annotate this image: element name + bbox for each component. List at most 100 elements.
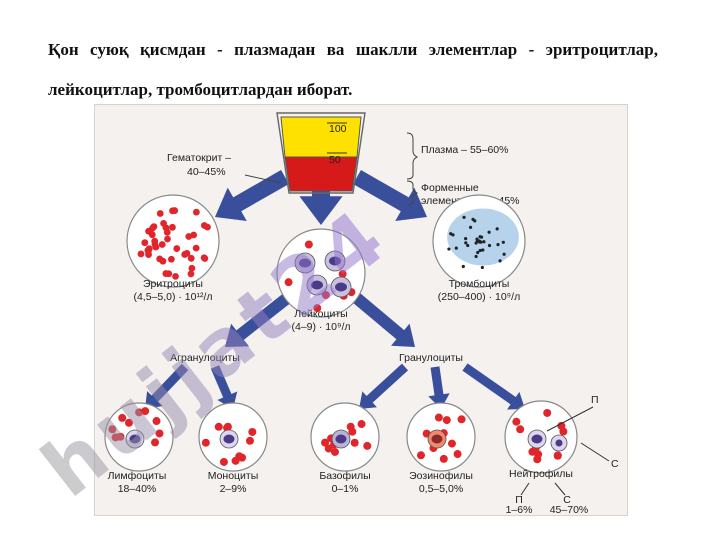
white-cell-nucleus — [531, 434, 543, 444]
leukocytes-circle — [276, 228, 366, 318]
erythrocyte — [150, 223, 158, 230]
platelet — [474, 254, 478, 259]
leukocytes-name: Лейкоциты — [294, 308, 347, 320]
platelet — [481, 248, 485, 252]
beaker-mark-mid: 50 — [329, 154, 341, 166]
erythrocyte — [553, 451, 562, 460]
erythrocyte — [155, 429, 164, 438]
erythrocytes-circle — [126, 194, 220, 288]
erythrocyte — [164, 235, 171, 243]
erythrocyte — [181, 251, 189, 258]
erythrocyte — [447, 439, 456, 448]
erythrocyte — [313, 304, 322, 313]
hematocrit-pointer — [244, 174, 282, 184]
erythrocyte — [219, 457, 228, 466]
formed-line1: Форменные — [421, 182, 479, 194]
monocytes-circle — [198, 402, 268, 472]
erythrocyte — [135, 408, 144, 417]
platelet — [461, 264, 465, 269]
erythrocyte — [159, 257, 167, 265]
erythrocyte — [169, 223, 176, 231]
erythrocyte — [118, 413, 127, 422]
erythrocyte — [188, 264, 196, 272]
white-cell-nucleus — [223, 434, 235, 444]
beaker-outline — [276, 112, 366, 194]
leukocyte-nucleus — [299, 258, 311, 268]
erythrocyte — [245, 436, 254, 445]
erythrocyte — [321, 438, 330, 447]
erythrocyte — [434, 413, 443, 422]
arrow-2 — [299, 189, 343, 225]
eosinophils-name: Эозинофилы — [409, 470, 473, 482]
erythrocyte — [108, 425, 117, 434]
erythrocyte — [192, 208, 200, 216]
neutrophil-s-value: 45–70% — [550, 504, 589, 515]
erythrocyte — [559, 427, 568, 436]
arrow-8 — [359, 363, 409, 409]
platelet — [449, 232, 453, 236]
arrow-9 — [428, 366, 450, 409]
neutrophils-name: Нейтрофилы — [509, 468, 573, 480]
branch-s — [554, 482, 566, 496]
erythrocyte — [137, 250, 145, 258]
erythrocyte — [533, 455, 542, 464]
branch-p — [520, 482, 530, 496]
erythrocyte — [156, 210, 164, 217]
eosinophils-circle — [406, 402, 476, 472]
beaker-cells — [284, 156, 358, 192]
lymphocytes-value: 18–40% — [118, 483, 157, 495]
erythrocyte — [172, 272, 179, 280]
arrow-4 — [225, 290, 295, 347]
erythrocyte — [528, 447, 537, 456]
erythrocyte — [439, 454, 448, 463]
lymphocytes-name: Лимфоциты — [108, 470, 167, 482]
diagram-canvas: 100 50 Гематокрит – 40–45% Плазма – 55–6… — [104, 112, 619, 515]
slide-text: Қон суюқ қисмдан - плазмадан ва шаклли э… — [48, 40, 658, 99]
arrow-7 — [210, 365, 238, 409]
beaker: 100 50 — [276, 112, 366, 194]
platelet — [495, 227, 499, 231]
erythrocyte — [321, 291, 330, 300]
neutrophils-circle — [504, 400, 578, 474]
platelet — [498, 259, 502, 263]
neutrophil-p-label: П — [515, 494, 523, 506]
erythrocyte — [350, 438, 359, 447]
white-cell-nucleus — [129, 434, 141, 444]
white-cell-nucleus — [431, 434, 443, 444]
erythrocyte — [167, 255, 175, 263]
arrow-10 — [462, 363, 525, 410]
erythrocyte — [192, 244, 200, 252]
platelet — [482, 240, 486, 244]
segmented-nucleus — [555, 439, 563, 447]
leukocytes-circle-outline — [276, 228, 366, 318]
hematocrit-title: Гематокрит – — [167, 152, 231, 164]
erythrocyte — [187, 270, 195, 278]
erythrocyte — [348, 427, 357, 436]
arrow-3 — [353, 170, 427, 221]
leukocytes-range: (4–9) · 10⁹/л — [291, 321, 350, 333]
platelet — [478, 248, 482, 253]
erythrocyte — [304, 240, 313, 249]
beaker-mark-top: 100 — [329, 123, 347, 135]
platelet — [496, 242, 500, 247]
erythrocytes-range: (4,5–5,0) · 10¹²/л — [133, 291, 212, 303]
erythrocytes-circle-outline — [126, 194, 220, 288]
basophils-name: Базофилы — [319, 470, 370, 482]
erythrocyte — [141, 407, 150, 416]
plasma-label: Плазма – 55–60% — [421, 144, 508, 156]
erythrocyte — [284, 278, 293, 287]
granulocytes-label: Гранулоциты — [399, 352, 463, 364]
monocytes-name: Моноциты — [208, 470, 259, 482]
hematocrit-value: 40–45% — [187, 166, 226, 178]
erythrocyte — [200, 222, 208, 229]
platelet — [480, 265, 484, 270]
erythrocyte — [145, 245, 153, 253]
erythrocyte — [248, 427, 257, 436]
platelet — [501, 240, 505, 244]
neutrophil-marker-s: С — [611, 458, 619, 470]
marker-p-pointer — [546, 406, 594, 432]
plasma-bracket — [406, 132, 419, 180]
erythrocyte — [453, 450, 462, 459]
erythrocyte — [158, 241, 166, 248]
erythrocyte — [116, 432, 125, 441]
